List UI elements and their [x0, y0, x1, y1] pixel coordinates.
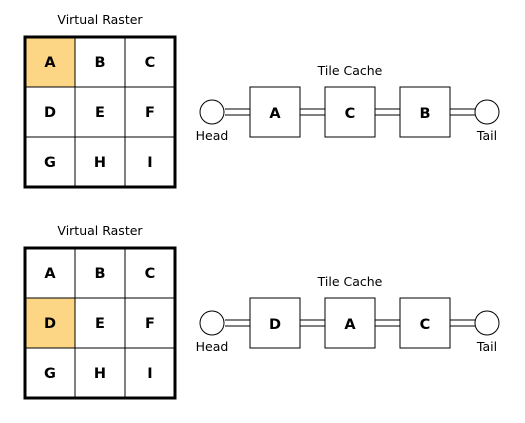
- grid-cell-bg-4: [75, 298, 125, 348]
- cache-title: Tile Cache: [317, 274, 383, 289]
- link-connector: [225, 319, 475, 327]
- grid-cell-bg-1: [75, 37, 125, 87]
- grid-cell-bg-4: [75, 87, 125, 137]
- head-label: Head: [196, 339, 229, 354]
- grid-cell-label: B: [94, 55, 105, 71]
- cache-node-3: [399, 297, 451, 349]
- grid-border: [23, 246, 177, 400]
- grid-cell-bg-7: [75, 348, 125, 398]
- grid-cell-label: F: [145, 316, 155, 332]
- virtual-raster-grid: A B C D E F G H I: [23, 35, 177, 189]
- grid-cell-label: D: [44, 105, 56, 121]
- tile-cache-list: Head Tail D A C: [196, 297, 500, 354]
- grid-cell-bg-3: [25, 87, 75, 137]
- grid-cell-bg-0: [25, 37, 75, 87]
- cache-node-label: A: [344, 317, 356, 333]
- cache-node-3: [399, 86, 451, 138]
- grid-cell-label: C: [145, 55, 156, 71]
- grid-cell-label: E: [95, 316, 105, 332]
- grid-cell-bg-2: [125, 37, 175, 87]
- raster-title: Virtual Raster: [57, 12, 143, 27]
- grid-cell-bg-7: [75, 137, 125, 187]
- head-node: [199, 99, 225, 125]
- grid-cell-label: B: [94, 266, 105, 282]
- grid-cell-label: H: [94, 155, 106, 171]
- grid-cell-bg-6: [25, 348, 75, 398]
- grid-cell-label: I: [147, 155, 152, 171]
- grid-cell-label: D: [44, 316, 56, 332]
- grid-cell-bg-1: [75, 248, 125, 298]
- grid-cell-bg-0: [25, 248, 75, 298]
- grid-cell-bg-5: [125, 298, 175, 348]
- cache-node-label: C: [420, 317, 431, 333]
- grid-cell-label: A: [44, 266, 56, 282]
- grid-cell-label: I: [147, 366, 152, 382]
- tail-node: [474, 310, 500, 336]
- tile-cache-list: Head Tail A C B: [196, 86, 500, 143]
- grid-cell-label: C: [145, 266, 156, 282]
- raster-title: Virtual Raster: [57, 223, 143, 238]
- grid-cell-bg-6: [25, 137, 75, 187]
- cache-node-2: [324, 86, 376, 138]
- tail-label: Tail: [476, 339, 497, 354]
- grid-cell-label: F: [145, 105, 155, 121]
- cache-node-label: A: [269, 106, 281, 122]
- cache-node-2: [324, 297, 376, 349]
- grid-cell-bg-8: [125, 137, 175, 187]
- grid-cell-label: G: [44, 155, 56, 171]
- grid-cell-bg-2: [125, 248, 175, 298]
- cache-node-1: [249, 297, 301, 349]
- grid-cell-bg-5: [125, 87, 175, 137]
- grid-border: [23, 35, 177, 189]
- grid-cell-bg-3: [25, 298, 75, 348]
- cache-node-label: C: [345, 106, 356, 122]
- tail-label: Tail: [476, 128, 497, 143]
- grid-cell-label: H: [94, 366, 106, 382]
- virtual-raster-grid: A B C D E F G H I: [23, 246, 177, 400]
- cache-node-label: B: [419, 106, 430, 122]
- head-node: [199, 310, 225, 336]
- head-label: Head: [196, 128, 229, 143]
- link-connector: [225, 108, 475, 116]
- grid-cell-label: G: [44, 366, 56, 382]
- panel-1: Virtual Raster A B C D E F G H I: [23, 12, 500, 189]
- tail-node: [474, 99, 500, 125]
- cache-node-label: D: [269, 317, 281, 333]
- grid-cell-bg-8: [125, 348, 175, 398]
- cache-title: Tile Cache: [317, 63, 383, 78]
- panel-2: Virtual Raster A B C D E F G H I: [23, 223, 500, 400]
- grid-cell-label: A: [44, 55, 56, 71]
- grid-cell-label: E: [95, 105, 105, 121]
- cache-node-1: [249, 86, 301, 138]
